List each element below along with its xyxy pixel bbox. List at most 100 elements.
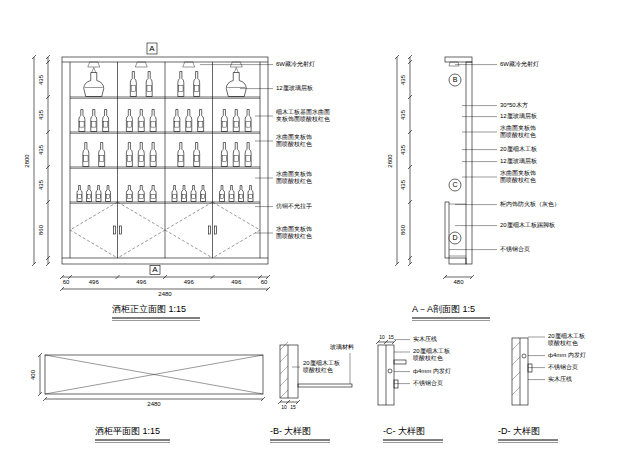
leader-line-part [449,249,497,250]
dimension-line-part [266,287,270,291]
bottle-illustration-part [220,194,223,198]
detail-d-part [512,357,520,365]
leader-line-part [255,141,273,142]
bottle-illustration-part [187,122,191,128]
dimension-line-part [62,289,268,290]
dimension: 2480 [158,291,171,298]
bottle-illustration-part [172,186,177,202]
bottle-illustration-part [139,156,143,162]
door-swing-part [70,202,118,258]
material-note: 水曲面夹板饰 面喷酸枝红色 [276,134,316,148]
bottle-illustration-part [139,194,143,198]
leader-line-part [455,64,497,65]
leader-line-part [255,206,273,207]
material-note: 20厘细木工板 [500,146,537,153]
bottle-illustration-part [130,72,136,97]
dimension-line-part [258,275,262,279]
section-mark: A [152,265,157,275]
dimension-line-part [376,340,380,344]
bottle-illustration-part [151,122,155,128]
bottle-illustration-part [229,186,234,202]
bottle-illustration-part [179,156,183,162]
section-view-part [449,62,459,66]
section-view-part [449,74,461,86]
bottle-illustration-part [79,110,85,132]
dimension-line-part [408,60,412,64]
material-note: 水曲面夹板饰 面喷酸枝红色 [276,171,316,185]
bottle-illustration-part [201,186,206,202]
dimension: 860 [38,225,45,235]
dimension-line-part [38,392,42,396]
section-view-part [449,179,461,191]
bottle-illustration-part [179,85,183,91]
dimension-line-part [384,340,388,344]
front-elevation-part [165,62,166,258]
title-underline-part [383,442,443,443]
dimension-line-part [46,262,50,266]
dimension: 400 [30,369,37,379]
bottle-illustration-part [87,194,90,198]
dimension-line-part [46,165,50,169]
material-note: 20厘细木工板 喷酸枝红色 [413,348,455,362]
material-note: 6W藏冷光射灯 [500,61,539,68]
leader-line-part [255,178,273,179]
bottle-illustration-part [126,110,132,132]
bottle-illustration-part [138,143,144,167]
detail-c-part [378,345,394,405]
leader-line [200,65,545,384]
glass-shelf-part [70,132,260,133]
bottle-illustration-part [233,110,239,132]
bottle-illustration-part [201,194,204,198]
dimension-line-part [45,399,263,400]
section-view-part [449,258,466,264]
title-underline-part [112,318,200,319]
view-title: A－A剖面图 1:5 [412,304,475,315]
door-swing-part [165,202,213,258]
dimension-line-part [408,95,412,99]
bottle-illustration-part [150,110,156,132]
leader-line-part [292,367,300,368]
material-note: 细木工板基面水曲面 夹板饰面喷酸枝红色 [276,109,332,123]
leader-line-part [462,177,497,178]
bottle-illustration-part [150,186,156,202]
dimension: 496 [89,279,99,286]
bottle-illustration-part [99,143,105,167]
bottle-illustration-part [198,110,204,132]
title-underline-part [498,442,558,443]
front-elevation-part [62,57,268,264]
material-note: 20厘细木工板踢脚板 [500,222,555,229]
bottle-illustration-part [239,186,244,202]
dimension-line-part [280,402,298,403]
section-view-part [445,202,449,258]
dimension: 860 [400,225,407,235]
dimension-line-part [296,400,300,404]
front-elevation-part [147,43,157,54]
material-note: ф4mm 内发灯 [548,352,586,359]
dimension: 435 [400,74,407,84]
dimension: 496 [136,279,146,286]
material-note: 12厘玻璃层板 [500,158,537,165]
dimension: 435 [38,74,45,84]
dimension: 435 [38,179,45,189]
section-view-part [466,62,472,264]
detail-d-part [512,387,520,395]
detail-c-part [394,380,398,388]
material-note: 20厘细木工板 喷酸枝红色 [303,360,345,374]
bottle-illustration-part [106,194,109,198]
dimension-line-part [408,165,412,169]
detail-d-part [520,338,521,405]
leader-line-part [528,337,545,338]
bottle-illustration-part [245,110,251,132]
detail-b-part [280,342,288,350]
detail-callout: B [453,76,458,84]
bottle-illustration-part [246,156,250,162]
dimension: 435 [400,179,407,189]
dimension: 60 [261,279,268,286]
glass-shelf-part [183,62,195,67]
front-elevation-part [212,62,213,258]
bottle-illustration-part [96,186,101,202]
title-underline-part [270,442,330,443]
bottle-illustration-part [182,194,185,198]
bottle-illustration-part [131,85,135,91]
